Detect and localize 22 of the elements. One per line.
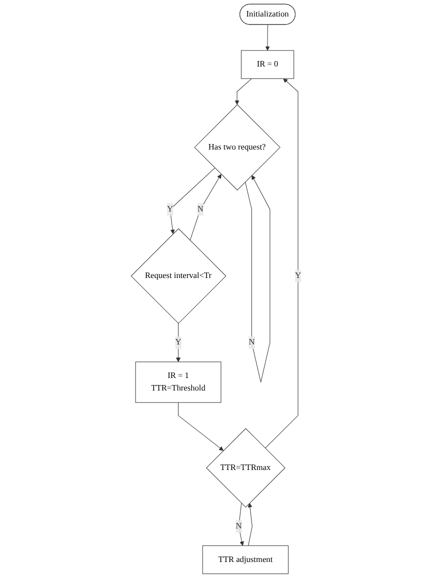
edge-label: Y: [294, 271, 301, 280]
arrow: [264, 78, 298, 448]
arrow: [170, 168, 216, 234]
node-box: TTR adjustment: [202, 545, 288, 574]
edge-label: N: [197, 204, 204, 214]
arrow: [248, 502, 252, 546]
node-box: IR = 0: [240, 50, 294, 79]
arrow: [244, 175, 270, 382]
node-diamond: Request interval<Tr: [130, 228, 226, 324]
node-diamond: Has two request?: [194, 104, 280, 190]
arrow: [176, 323, 180, 362]
node-box: IR = 1 TTR=Threshold: [135, 362, 222, 403]
arrow: [190, 174, 222, 241]
node-diamond: TTR=TTRmax: [206, 428, 286, 508]
edge-label: N: [236, 522, 242, 531]
edge-label: N: [248, 338, 255, 347]
arrow: [178, 402, 224, 451]
arrow: [238, 502, 244, 546]
arrow: [265, 24, 270, 51]
arrow: [234, 78, 252, 105]
edge-label: Y: [175, 338, 182, 347]
edge-label: Y: [166, 204, 173, 214]
